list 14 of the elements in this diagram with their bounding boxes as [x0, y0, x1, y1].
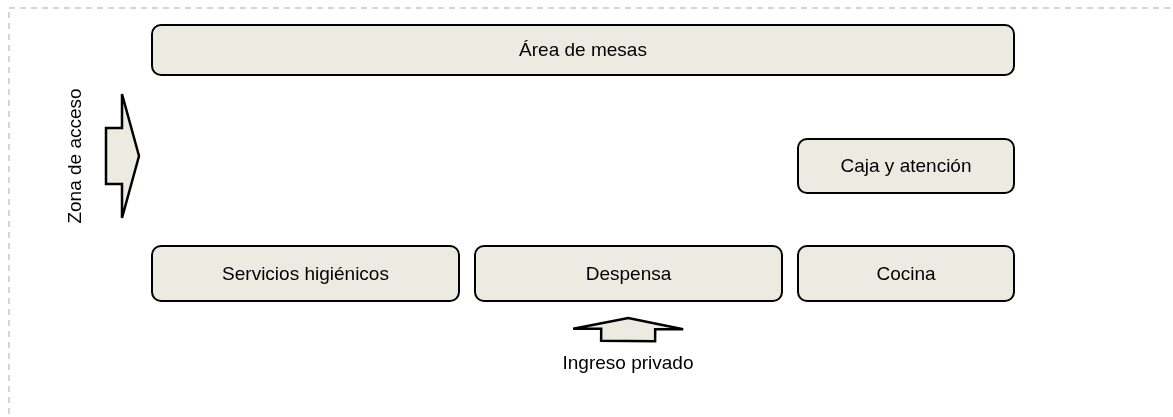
room-label: Área de mesas [519, 39, 647, 61]
room-box [797, 138, 1015, 194]
room-box [151, 245, 460, 302]
block-arrow [571, 316, 685, 343]
block-arrow [104, 92, 141, 220]
room-label: Cocina [876, 262, 936, 285]
room-label: Servicios higiénicos [222, 262, 389, 285]
room-box [474, 245, 783, 302]
room-box [151, 24, 1015, 76]
entrance-label: Ingreso privado [562, 352, 694, 374]
zone-label: Zona de acceso [64, 88, 86, 224]
room-label: Despensa [585, 262, 672, 285]
room-box [797, 245, 1015, 302]
room-label: Caja y atención [840, 155, 972, 177]
